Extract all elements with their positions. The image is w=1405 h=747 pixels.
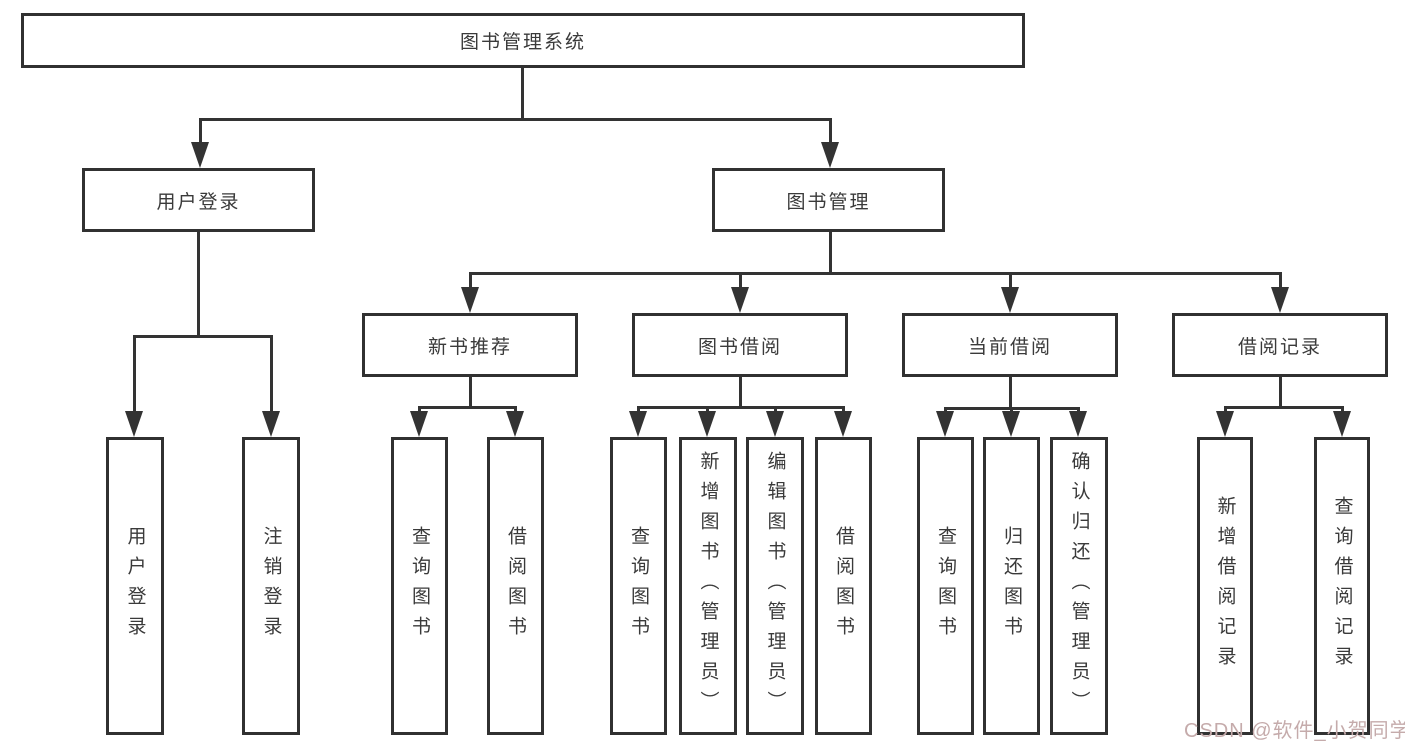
connector-segment [637,406,844,409]
node-bb-query-books-label: 查询图书 [628,526,649,646]
connector-segment [133,335,273,338]
node-bb-add-books-admin: 新增图书（管理员） [679,437,737,735]
node-book-borrowing: 图书借阅 [632,313,848,377]
arrowhead [1271,287,1289,313]
node-login-label: 用户登录 [124,526,146,646]
node-new-book-recommend-label: 新书推荐 [427,336,512,358]
arrowhead [1069,411,1087,437]
node-book-management-module-label: 图书管理 [786,191,871,213]
node-br-query-record: 查询借阅记录 [1314,437,1370,735]
node-user-login-module-label: 用户登录 [156,191,241,213]
arrowhead [1001,287,1019,313]
node-root-label: 图书管理系统 [459,32,586,53]
node-br-add-record: 新增借阅记录 [1197,437,1253,735]
node-bb-add-books-admin-label: 新增图书（管理员） [697,451,719,721]
connector-segment [197,232,200,335]
node-bb-edit-books-admin: 编辑图书（管理员） [746,437,804,735]
arrowhead [629,411,647,437]
node-nbr-query-books: 查询图书 [391,437,448,735]
arrowhead [1216,411,1234,437]
node-nbr-borrow-books: 借阅图书 [487,437,544,735]
arrowhead [698,411,716,437]
connector-segment [1279,272,1282,290]
connector-segment [1224,406,1343,409]
node-logout-label: 注销登录 [260,526,282,646]
connector-segment [469,377,472,406]
csdn-watermark: CSDN @软件_小贺同学 [1184,720,1405,742]
connector-segment [1009,377,1012,407]
connector-segment [521,68,524,118]
connector-segment [133,335,136,415]
node-borrowing-records: 借阅记录 [1172,313,1388,377]
node-cb-return-books: 归还图书 [983,437,1040,735]
node-cb-confirm-return-admin-label: 确认归还（管理员） [1068,451,1090,721]
connector-segment [270,335,273,415]
arrowhead [936,411,954,437]
arrowhead [731,287,749,313]
arrowhead [834,411,852,437]
node-cb-return-books-label: 归还图书 [1001,526,1022,646]
node-br-add-record-label: 新增借阅记录 [1214,496,1236,676]
node-nbr-query-books-label: 查询图书 [409,526,430,646]
node-logout: 注销登录 [242,437,300,735]
node-borrowing-records-label: 借阅记录 [1237,336,1322,358]
node-bb-edit-books-admin-label: 编辑图书（管理员） [764,451,786,721]
node-bb-borrow-books: 借阅图书 [815,437,872,735]
arrowhead [1333,411,1351,437]
node-root: 图书管理系统 [21,13,1025,68]
connector-segment [199,118,831,121]
arrowhead [1002,411,1020,437]
arrowhead [461,287,479,313]
connector-segment [739,272,742,290]
node-cb-confirm-return-admin: 确认归还（管理员） [1050,437,1108,735]
node-current-borrowing-label: 当前借阅 [967,336,1052,358]
node-bb-borrow-books-label: 借阅图书 [833,526,854,646]
connector-segment [1009,272,1012,290]
arrowhead [506,411,524,437]
arrowhead [821,142,839,168]
connector-segment [469,272,1281,275]
node-book-management-module: 图书管理 [712,168,945,232]
node-book-borrowing-label: 图书借阅 [697,336,782,358]
node-new-book-recommend: 新书推荐 [362,313,578,377]
connector-segment [469,272,472,290]
node-current-borrowing: 当前借阅 [902,313,1118,377]
connector-segment [829,118,832,146]
node-bb-query-books: 查询图书 [610,437,667,735]
node-user-login-module: 用户登录 [82,168,315,232]
arrowhead [766,411,784,437]
node-cb-query-books: 查询图书 [917,437,974,735]
connector-segment [829,232,832,272]
connector-segment [418,406,517,409]
node-cb-query-books-label: 查询图书 [935,526,956,646]
arrowhead [262,411,280,437]
arrowhead [191,142,209,168]
node-nbr-borrow-books-label: 借阅图书 [505,526,526,646]
connector-segment [1279,377,1282,406]
node-login: 用户登录 [106,437,164,735]
arrowhead [125,411,143,437]
node-br-query-record-label: 查询借阅记录 [1331,496,1353,676]
arrowhead [410,411,428,437]
connector-segment [739,377,742,406]
connector-segment [199,118,202,146]
